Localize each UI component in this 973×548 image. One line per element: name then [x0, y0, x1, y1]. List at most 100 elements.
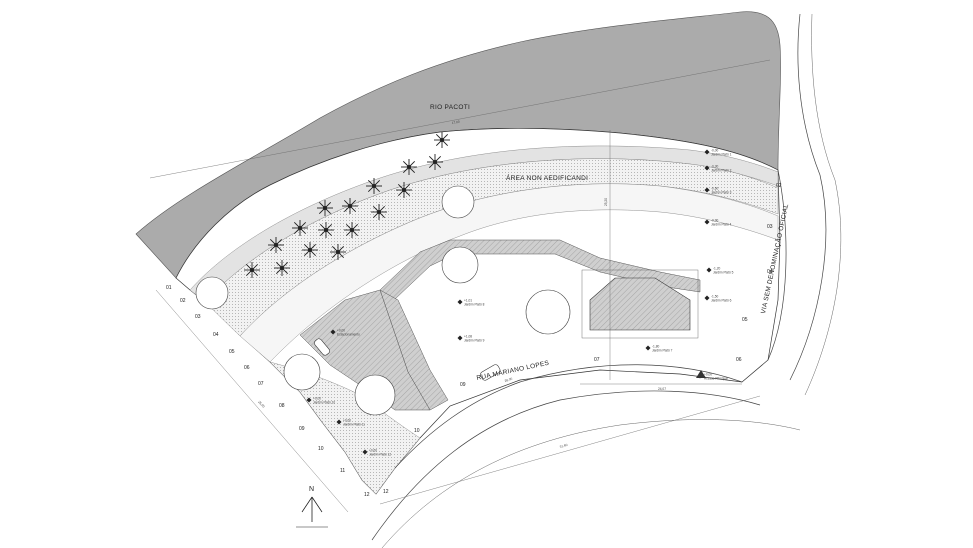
level-value: -1,50: [711, 295, 718, 299]
point-06-right: 06: [736, 357, 742, 363]
point-12: 12: [364, 492, 370, 498]
palm-tree-10: [318, 222, 334, 238]
level-value: +1,08: [464, 335, 472, 339]
level-marker-icon: [306, 397, 312, 403]
level-name: Jardim Platô 5: [713, 271, 734, 275]
level-name: Jardim Platô 6: [711, 299, 732, 303]
access-triangle-icon: [696, 370, 706, 378]
palm-tree-8: [371, 204, 387, 220]
point-07: 07: [258, 381, 264, 387]
level-value: +1,01: [464, 299, 472, 303]
level-value: -1,80: [652, 345, 659, 349]
palm-trees: [244, 132, 450, 278]
north-arrow-icon: [301, 496, 323, 513]
street-side-edge-3: [804, 13, 842, 396]
level-name: Jardim Platô 8: [464, 303, 485, 307]
palm-tree-11: [344, 222, 360, 238]
level-name: Jardim Platô 1: [711, 153, 732, 157]
point-04: 04: [213, 332, 219, 338]
north-arrow: N: [296, 486, 328, 528]
level-marker-icon: [362, 449, 368, 455]
palm-tree-7: [342, 198, 358, 214]
building-footprint: [589, 277, 691, 331]
dimension-line-left: [155, 289, 349, 513]
building-outline: [581, 269, 699, 339]
palm-tree-2: [401, 159, 417, 175]
point-12-street: 12: [383, 489, 389, 495]
boundary-points: 01 02 03 04 05 06 07 08 09 10 11 12 09 1…: [166, 183, 782, 498]
palm-tree-3: [427, 154, 443, 170]
level-name: Jardim Platô 4: [711, 223, 732, 227]
level-name: Jardim Platô 10: [313, 401, 335, 405]
point-10: 10: [318, 446, 324, 452]
dimension-top: 17,00: [451, 120, 460, 125]
dimension-frontage: 26,00: [504, 377, 513, 383]
palm-tree-13: [302, 242, 318, 258]
point-02-right: 02: [776, 183, 782, 189]
point-09-street: 09: [460, 382, 466, 388]
street-main-edge-2: [371, 390, 761, 541]
level-marker-icon: [704, 187, 710, 193]
level-value: -0,60: [711, 187, 718, 191]
level-name: Jardim Platô 9: [464, 339, 485, 343]
tree-1: [195, 276, 229, 310]
tree-canopies: [195, 185, 571, 416]
parking-lot: [299, 289, 431, 411]
point-05: 05: [229, 349, 235, 355]
point-01: 01: [166, 285, 172, 291]
palm-tree-12: [268, 237, 284, 253]
level-name: Estacionamento: [337, 333, 360, 337]
palm-tree-4: [366, 178, 382, 194]
street-side-edge-2: [789, 13, 827, 381]
palm-tree-6: [317, 200, 333, 216]
tree-2: [441, 185, 475, 219]
river-label: RIO PACOTI: [430, 104, 470, 111]
level-marker-icon: [704, 165, 710, 171]
dimension-right: 25,20: [604, 198, 608, 206]
level-value: -1,20: [713, 267, 720, 271]
palm-tree-5: [396, 182, 412, 198]
point-03-right: 03: [767, 224, 773, 230]
level-value: +0,00: [704, 373, 712, 377]
palm-tree-14: [330, 244, 346, 260]
north-label: N: [309, 486, 314, 493]
dimension-line-street: [379, 395, 761, 505]
point-10-street: 10: [414, 428, 420, 434]
street-main-edge-3: [381, 419, 801, 548]
dimension-bottom: 24,07: [658, 387, 666, 391]
palm-tree-16: [274, 260, 290, 276]
level-value: -0,00: [711, 149, 718, 153]
level-marker-icon: [706, 267, 712, 273]
level-value: -0,90: [711, 219, 718, 223]
dimension-street: 31,60: [559, 443, 568, 449]
level-marker-icon: [336, 419, 342, 425]
level-value: +0,60: [343, 419, 351, 423]
point-03: 03: [195, 314, 201, 320]
non-building-area-label: ÁREA NON AEDIFICANDI: [506, 173, 588, 182]
point-11: 11: [340, 468, 345, 474]
palm-tree-15: [244, 262, 260, 278]
level-marker-icon: [330, 329, 336, 335]
dimension-line-top: [149, 59, 771, 179]
level-name: Jardim Platô 7: [652, 349, 673, 353]
level-marker-icon: [704, 295, 710, 301]
level-marker-icon: [457, 335, 463, 341]
point-09: 09: [299, 426, 305, 432]
tree-3: [441, 246, 479, 284]
level-value: +0,00: [313, 397, 321, 401]
point-04-right: 04: [767, 269, 773, 275]
level-marker-icon: [457, 299, 463, 305]
tree-4: [525, 289, 571, 335]
